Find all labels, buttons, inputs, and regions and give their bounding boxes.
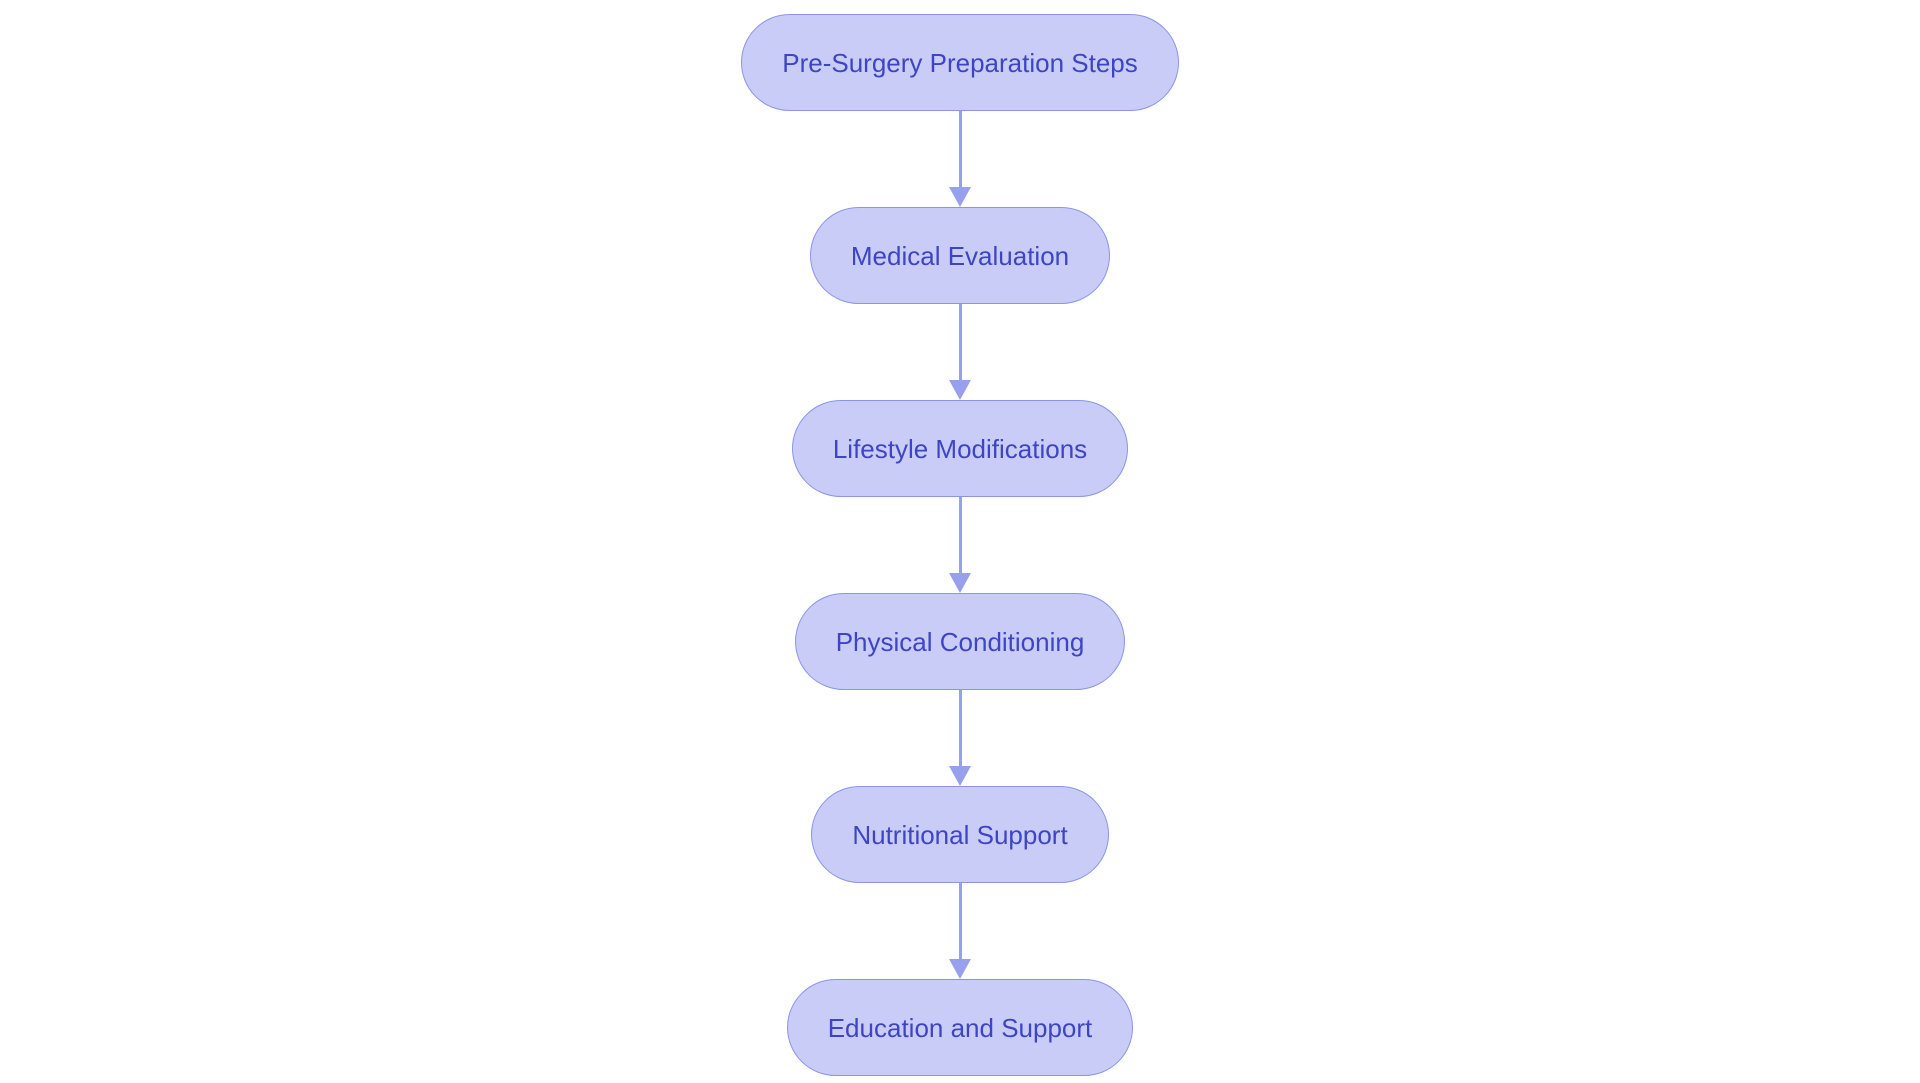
arrow-line [958, 883, 962, 959]
flow-arrow-5 [949, 883, 971, 979]
arrow-line [958, 497, 962, 573]
arrow-down-icon [949, 573, 971, 593]
flow-node-medical-evaluation: Medical Evaluation [809, 207, 1111, 304]
arrow-line [958, 111, 962, 187]
arrow-down-icon [949, 187, 971, 207]
arrow-down-icon [949, 959, 971, 979]
flow-arrow-1 [949, 111, 971, 207]
flow-node-nutritional-support: Nutritional Support [811, 786, 1109, 883]
flow-arrow-2 [949, 304, 971, 400]
flow-arrow-4 [949, 690, 971, 786]
flow-node-lifestyle-modifications: Lifestyle Modifications [791, 400, 1129, 497]
arrow-down-icon [949, 766, 971, 786]
arrow-down-icon [949, 380, 971, 400]
flow-node-pre-surgery-preparation-steps: Pre-Surgery Preparation Steps [741, 14, 1179, 111]
arrow-line [958, 304, 962, 380]
flow-node-education-and-support: Education and Support [786, 979, 1134, 1076]
arrow-line [958, 690, 962, 766]
flow-arrow-3 [949, 497, 971, 593]
flow-node-physical-conditioning: Physical Conditioning [794, 593, 1126, 690]
